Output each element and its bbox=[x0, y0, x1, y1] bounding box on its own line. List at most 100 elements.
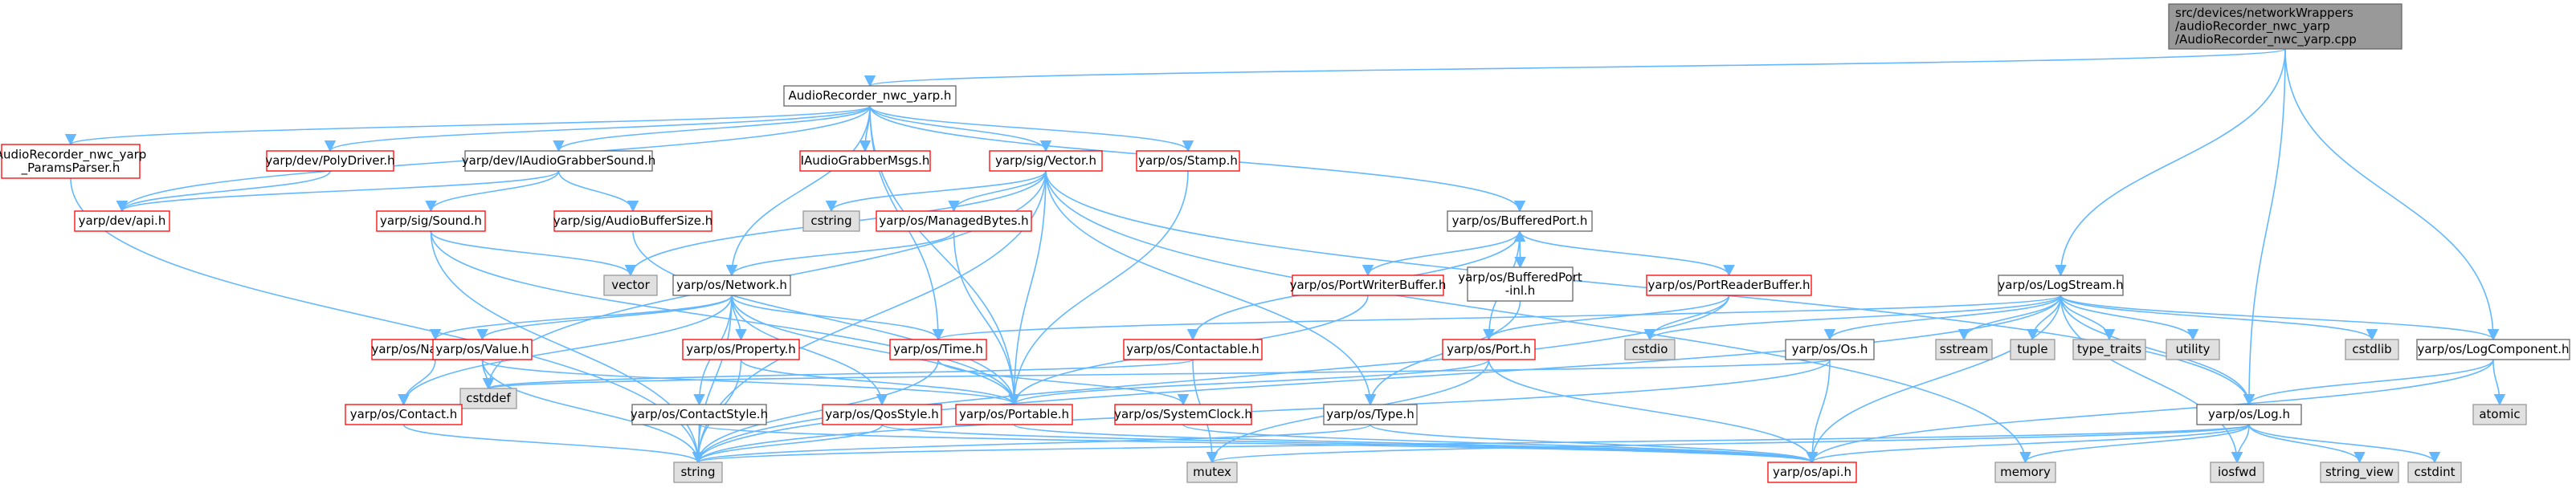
node-sstream[interactable]: sstream bbox=[1935, 339, 1993, 360]
node-box bbox=[1114, 404, 1252, 425]
node-iaudiomsgs[interactable]: IAudioGrabberMsgs.h bbox=[799, 150, 931, 172]
node-label: cstddef bbox=[466, 391, 511, 405]
node-stamp[interactable]: yarp/os/Stamp.h bbox=[1136, 150, 1240, 172]
node-sigsound[interactable]: yarp/sig/Sound.h bbox=[376, 210, 486, 232]
edge-logcomponent-to-log bbox=[2243, 359, 2494, 406]
node-contactable[interactable]: yarp/os/Contactable.h bbox=[1123, 339, 1263, 360]
edge-os-to-osapi bbox=[1806, 359, 1831, 464]
node-box bbox=[2416, 339, 2570, 360]
node-sigvector[interactable]: yarp/sig/Vector.h bbox=[989, 150, 1103, 172]
node-string_view[interactable]: string_view bbox=[2320, 462, 2399, 483]
node-label: yarp/os/BufferedPort.h bbox=[1452, 214, 1588, 228]
node-label: yarp/os/Contactable.h bbox=[1126, 342, 1259, 356]
node-atomic[interactable]: atomic bbox=[2472, 404, 2527, 425]
node-port[interactable]: yarp/os/Port.h bbox=[1442, 339, 1536, 360]
node-label: /audioRecorder_nwc_yarp bbox=[2175, 19, 2330, 35]
node-type_traits[interactable]: type_traits bbox=[2072, 339, 2146, 360]
node-qosstyle[interactable]: yarp/os/QosStyle.h bbox=[822, 404, 942, 425]
node-label: _ParamsParser.h bbox=[21, 161, 120, 176]
node-cstddef[interactable]: cstddef bbox=[459, 388, 517, 409]
node-iosfwd[interactable]: iosfwd bbox=[2210, 462, 2264, 483]
edge-value-to-portable bbox=[481, 359, 1020, 406]
node-bufferedport_inl[interactable]: yarp/os/BufferedPort-inl.h bbox=[1458, 266, 1582, 302]
node-label: yarp/os/PortWriterBuffer.h bbox=[1290, 278, 1447, 292]
node-cstdint[interactable]: cstdint bbox=[2407, 462, 2462, 483]
node-box bbox=[459, 388, 517, 409]
node-osapi[interactable]: yarp/os/api.h bbox=[1767, 462, 1857, 483]
edge-logstream-to-cstdio bbox=[1644, 295, 2062, 341]
node-log[interactable]: yarp/os/Log.h bbox=[2196, 404, 2302, 425]
edge-type-to-osapi bbox=[1370, 424, 1818, 464]
node-type[interactable]: yarp/os/Type.h bbox=[1323, 404, 1418, 425]
node-network[interactable]: yarp/os/Network.h bbox=[672, 274, 791, 296]
node-box bbox=[1767, 462, 1857, 483]
node-box bbox=[376, 210, 486, 232]
node-box bbox=[682, 339, 800, 360]
node-os[interactable]: yarp/os/Os.h bbox=[1785, 339, 1875, 360]
node-devapi[interactable]: yarp/dev/api.h bbox=[74, 210, 170, 232]
node-box bbox=[673, 462, 723, 483]
node-label: src/devices/networkWrappers bbox=[2175, 6, 2354, 20]
node-label: cstdint bbox=[2414, 465, 2455, 479]
edge-log-to-mutex bbox=[1206, 424, 2250, 464]
node-polydriver[interactable]: yarp/dev/PolyDriver.h bbox=[265, 150, 395, 172]
edge-polydriver-to-devapi bbox=[116, 170, 331, 213]
node-label: cstdio bbox=[1632, 342, 1668, 356]
node-label: yarp/os/Property.h bbox=[686, 342, 795, 356]
edge-audiorec_h-to-stamp bbox=[869, 105, 1194, 152]
node-value[interactable]: yarp/os/Value.h bbox=[432, 339, 533, 360]
node-string[interactable]: string bbox=[673, 462, 723, 483]
node-root[interactable]: src/devices/networkWrappers/audioRecorde… bbox=[2168, 3, 2402, 50]
node-cstring[interactable]: cstring bbox=[802, 210, 860, 232]
node-logcomponent[interactable]: yarp/os/LogComponent.h bbox=[2416, 339, 2570, 360]
node-box bbox=[266, 150, 394, 172]
node-label: cstring bbox=[810, 214, 851, 228]
node-portwriterbuffer[interactable]: yarp/os/PortWriterBuffer.h bbox=[1290, 274, 1447, 296]
node-utility[interactable]: utility bbox=[2166, 339, 2220, 360]
node-contact[interactable]: yarp/os/Contact.h bbox=[345, 404, 463, 425]
edge-iaudiograbber-to-devapi bbox=[116, 170, 560, 213]
node-box bbox=[1323, 404, 1418, 425]
node-tuple[interactable]: tuple bbox=[2010, 339, 2055, 360]
edge-contactable-to-cstddef bbox=[483, 359, 1194, 390]
node-label: yarp/dev/PolyDriver.h bbox=[265, 153, 394, 168]
node-cstdlib[interactable]: cstdlib bbox=[2345, 339, 2399, 360]
edge-audiorec_h-to-polydriver bbox=[325, 105, 871, 152]
node-managedbytes[interactable]: yarp/os/ManagedBytes.h bbox=[876, 210, 1032, 232]
node-label: yarp/os/Time.h bbox=[893, 342, 983, 356]
edge-bufferedport-to-portwriterbuffer bbox=[1361, 230, 1521, 277]
node-bufferedport[interactable]: yarp/os/BufferedPort.h bbox=[1447, 210, 1593, 232]
node-memory[interactable]: memory bbox=[1994, 462, 2056, 483]
node-label: /AudioRecorder_nwc_yarp.cpp bbox=[2175, 32, 2357, 47]
node-iaudiograbber[interactable]: yarp/dev/IAudioGrabberSound.h bbox=[462, 150, 655, 172]
node-cstdio[interactable]: cstdio bbox=[1624, 339, 1676, 360]
node-portreaderbuffer[interactable]: yarp/os/PortReaderBuffer.h bbox=[1646, 274, 1812, 296]
node-logstream[interactable]: yarp/os/LogStream.h bbox=[1998, 274, 2124, 296]
node-label: yarp/os/Network.h bbox=[676, 278, 787, 292]
node-box bbox=[2168, 3, 2402, 50]
node-vector[interactable]: vector bbox=[603, 274, 658, 296]
edge-sigsound-to-vector bbox=[430, 230, 637, 277]
node-paramsparser[interactable]: AudioRecorder_nwc_yarp_ParamsParser.h bbox=[0, 144, 146, 179]
node-contactstyle[interactable]: yarp/os/ContactStyle.h bbox=[631, 404, 768, 425]
node-audiobuffersize[interactable]: yarp/sig/AudioBufferSize.h bbox=[553, 210, 713, 232]
node-label: yarp/os/Log.h bbox=[2208, 407, 2290, 421]
node-box bbox=[1447, 210, 1593, 232]
edge-log-to-string bbox=[692, 424, 2250, 464]
node-mutex[interactable]: mutex bbox=[1186, 462, 1238, 483]
edge-logstream-to-log bbox=[2060, 295, 2256, 406]
node-label: sstream bbox=[1940, 342, 1988, 356]
node-label: yarp/os/Os.h bbox=[1792, 342, 1868, 356]
edge-time-to-string bbox=[692, 359, 939, 464]
edge-logstream-to-iosfwd bbox=[2060, 295, 2243, 464]
node-time[interactable]: yarp/os/Time.h bbox=[889, 339, 987, 360]
node-systemclock[interactable]: yarp/os/SystemClock.h bbox=[1114, 404, 1252, 425]
node-box bbox=[2472, 404, 2527, 425]
node-audiorec_h[interactable]: AudioRecorder_nwc_yarp.h bbox=[783, 85, 957, 107]
node-property[interactable]: yarp/os/Property.h bbox=[682, 339, 800, 360]
edge-qosstyle-to-string bbox=[692, 424, 883, 464]
edge-log-to-iosfwd bbox=[2231, 424, 2250, 464]
node-portable[interactable]: yarp/os/Portable.h bbox=[955, 404, 1073, 425]
node-label: yarp/os/Stamp.h bbox=[1138, 153, 1238, 168]
